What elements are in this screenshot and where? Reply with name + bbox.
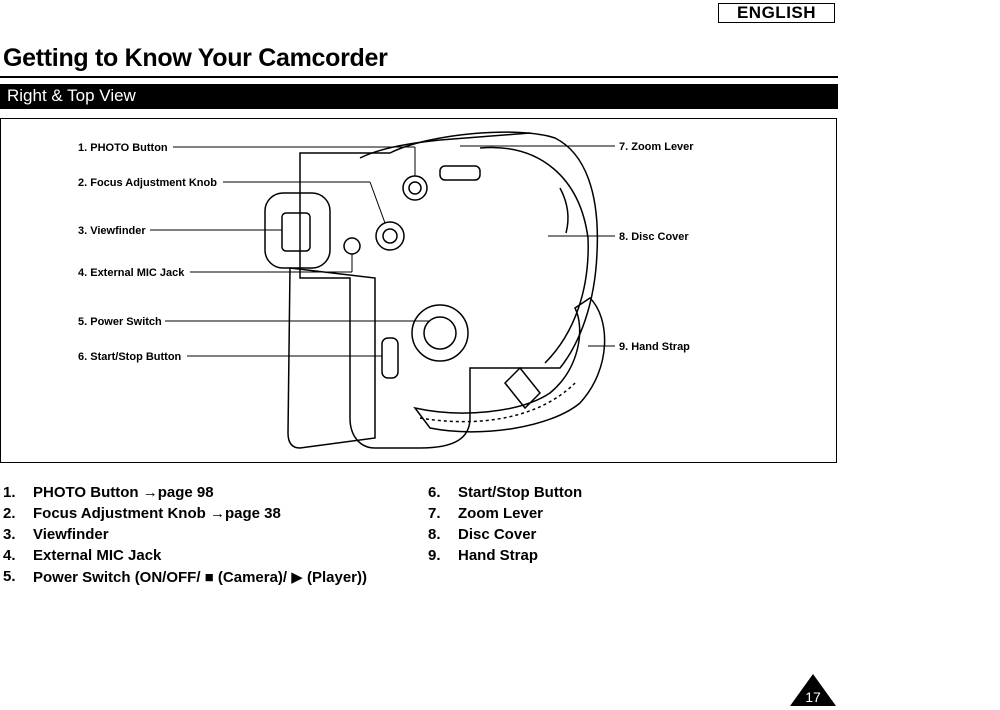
section-title: Right & Top View: [7, 86, 136, 105]
label-mic-jack: 4. External MIC Jack: [78, 267, 185, 279]
language-badge: ENGLISH: [718, 3, 835, 23]
mic-jack: [343, 237, 361, 255]
label-start-stop: 6. Start/Stop Button: [78, 351, 182, 363]
label-photo-button: 1. PHOTO Button: [78, 142, 168, 154]
camcorder-diagram: 1. PHOTO Button 2. Focus Adjustment Knob…: [78, 131, 694, 449]
label-viewfinder: 3. Viewfinder: [78, 225, 146, 237]
viewfinder-lens: [281, 212, 311, 252]
label-power-switch: 5. Power Switch: [78, 316, 162, 328]
parts-list-left: 1.PHOTO Button →page 98 2.Focus Adjustme…: [3, 484, 367, 586]
triangle-icon: [790, 674, 836, 706]
label-zoom-lever: 7. Zoom Lever: [619, 141, 694, 153]
parts-list-right: 6.Start/Stop Button 7.Zoom Lever 8.Disc …: [428, 484, 583, 564]
title-rule: [0, 76, 838, 78]
page-title: Getting to Know Your Camcorder: [3, 44, 388, 72]
label-hand-strap: 9. Hand Strap: [619, 341, 690, 353]
label-focus-knob: 2. Focus Adjustment Knob: [78, 177, 217, 189]
disc-cover: [479, 146, 589, 364]
focus-knob: [375, 221, 405, 251]
zoom-lever: [439, 165, 481, 181]
start-stop-button: [381, 337, 399, 379]
power-switch: [411, 304, 469, 362]
page-number-badge: 17: [790, 674, 836, 706]
hand-strap: [413, 297, 606, 433]
section-header: Right & Top View: [0, 84, 838, 109]
label-disc-cover: 8. Disc Cover: [619, 231, 689, 243]
diagram-frame: [0, 118, 837, 463]
lcd-panel: [287, 267, 376, 449]
photo-button: [402, 175, 428, 201]
page-number: 17: [805, 689, 821, 705]
